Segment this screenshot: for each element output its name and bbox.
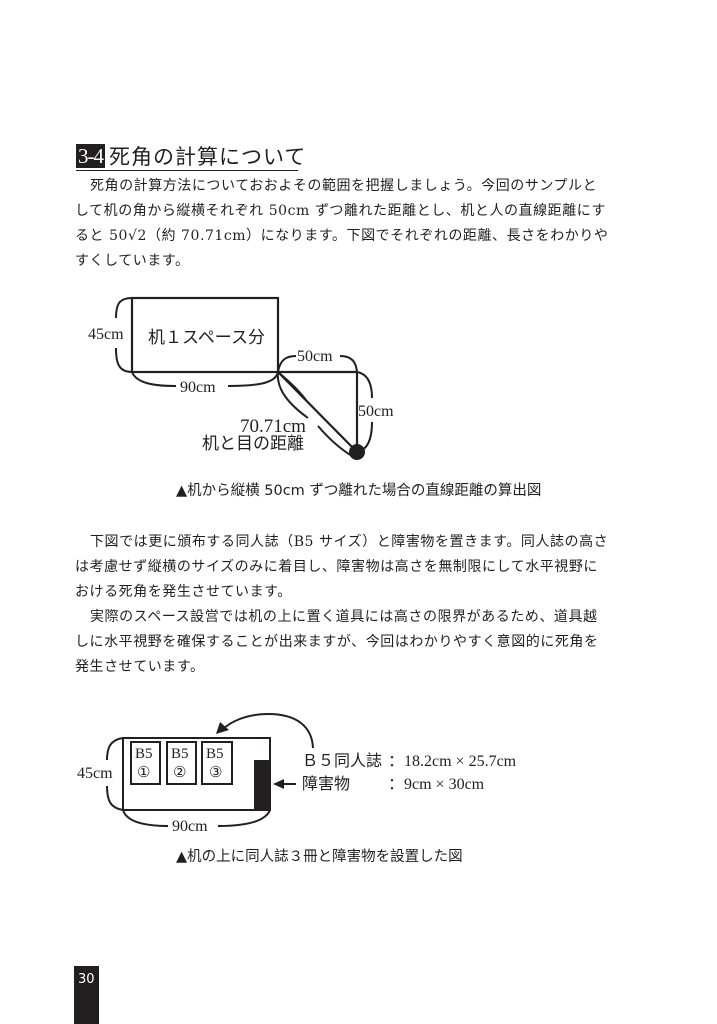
- curved-arrow: [221, 712, 314, 749]
- diagonal-distance-label: 70.71cm: [240, 416, 306, 437]
- book-3-size: B5: [206, 746, 224, 762]
- heading-underline: [76, 170, 298, 171]
- section-title: 死角の計算について: [109, 145, 307, 169]
- desk-rectangle: [130, 296, 280, 374]
- book-2-number: ②: [173, 765, 186, 781]
- book-3: [201, 741, 233, 785]
- eye-position-dot: [349, 444, 365, 460]
- book-2: [166, 741, 197, 785]
- book-3-number: ③: [209, 765, 222, 781]
- text-line: 実際のスペース設営では机の上に置く道具には高さの限界があるため、道具越: [90, 609, 598, 625]
- obstacle: [254, 760, 270, 810]
- book-1-number: ①: [137, 765, 150, 781]
- text-line: ると 50√2（約 70.71cm）になります。下図でそれぞれの距離、長さをわか…: [75, 228, 609, 244]
- desk-label: 机１スペース分: [148, 328, 265, 347]
- desk-width-label: 90cm: [180, 379, 216, 396]
- legend-book-name: Ｂ５同人誌: [302, 752, 382, 770]
- book-2-size: B5: [171, 746, 189, 762]
- diagonal-caption: 机と目の距離: [202, 434, 304, 453]
- figure1-diagram: [115, 296, 373, 460]
- text-line: すくしています。: [75, 253, 190, 269]
- page-number: 30: [78, 972, 95, 987]
- section-number: 3-4: [76, 144, 105, 168]
- section-heading: 3-4 死角の計算について: [76, 143, 306, 169]
- text-line: 発生させています。: [75, 659, 205, 675]
- text-line: しに水平視野を確保することが出来ますが、今回はわかりやすく意図的に死角を: [75, 634, 599, 650]
- desk2-height-label: 45cm: [77, 765, 113, 782]
- legend-obstacle-value: ：9cm × 30cm: [388, 776, 485, 793]
- legend-obstacle-name: 障害物: [302, 775, 350, 793]
- book-1-size: B5: [135, 746, 153, 762]
- page-number-tab: [74, 966, 99, 1024]
- figure2-diagram: [106, 712, 314, 827]
- text-line: 下図では更に頒布する同人誌（B5 サイズ）と障害物を置きます。同人誌の高さ: [90, 534, 609, 550]
- paragraph-figure2-intro: 下図では更に頒布する同人誌（B5 サイズ）と障害物を置きます。同人誌の高さ は考…: [75, 530, 609, 605]
- horizontal-offset-label: 50cm: [297, 348, 333, 365]
- vertical-offset-label: 50cm: [358, 403, 394, 420]
- desk2-width-label: 90cm: [172, 818, 208, 835]
- text-line: は考慮せず縦横のサイズのみに着目し、障害物は高さを無制限にして水平視野に: [75, 559, 598, 575]
- desk-height-label: 45cm: [88, 326, 124, 343]
- figure2-caption: ▲机の上に同人誌３冊と障害物を設置した図: [176, 849, 463, 865]
- paragraph-intro: 死角の計算方法についておおよその範囲を把握しましょう。今回のサンプルと して机の…: [75, 174, 609, 274]
- legend-book-value: ：18.2cm × 25.7cm: [388, 753, 517, 770]
- figure1-caption: ▲机から縦横 50cm ずつ離れた場合の直線距離の算出図: [176, 483, 542, 499]
- text-line: おける死角を発生させています。: [75, 584, 292, 600]
- book-1: [130, 741, 161, 785]
- text-line: して机の角から縦横それぞれ 50cm ずつ離れた距離とし、机と人の直線距離にす: [75, 203, 606, 219]
- paragraph-notes: 実際のスペース設営では机の上に置く道具には高さの限界があるため、道具越 しに水平…: [75, 605, 605, 680]
- text-line: 死角の計算方法についておおよその範囲を把握しましょう。今回のサンプルと: [90, 178, 598, 194]
